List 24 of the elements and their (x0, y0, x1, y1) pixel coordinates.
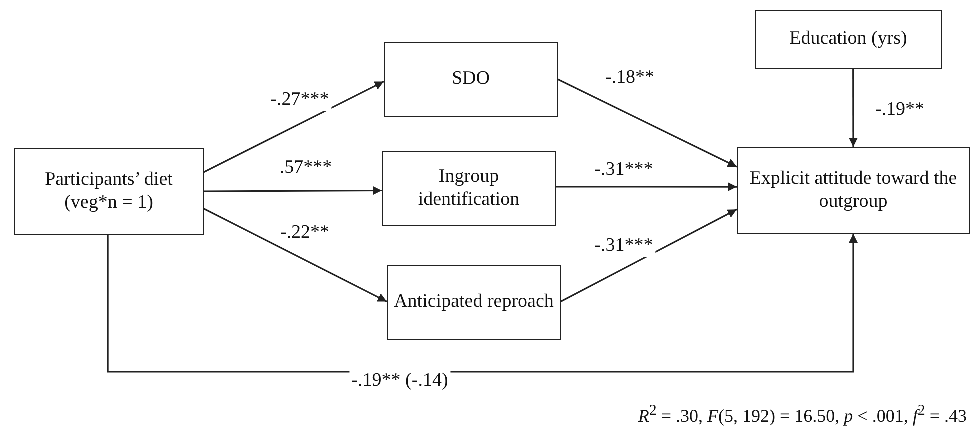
model-statistics: R$^{2}$ = .30, F(5, 192) = 16.50, p < .001, f$^{2}$ = .43 (638, 403, 967, 427)
variable-box (755, 10, 942, 69)
variable-label: Education (yrs) (790, 28, 908, 51)
variable-label: SDO (452, 68, 490, 91)
variable-box (384, 42, 558, 117)
arrow (204, 186, 382, 196)
path-coefficient: -.31*** (592, 235, 656, 257)
arrow (560, 208, 738, 302)
variable-label: Anticipated reproach (394, 291, 554, 314)
arrow (204, 208, 388, 302)
arrow (107, 234, 858, 373)
path-coefficient: -.19** (-.14) (350, 370, 450, 392)
arrow (556, 182, 737, 192)
arrow (204, 81, 384, 174)
arrow (848, 69, 858, 147)
arrow (558, 78, 738, 168)
variable-box (737, 147, 970, 234)
variable-box (387, 265, 561, 340)
variable-label: Ingroup identification (417, 166, 521, 212)
variable-box (14, 148, 204, 235)
variable-label: Explicit attitude toward the outgroup (748, 168, 958, 214)
variable-label: Participants’ diet (veg*n = 1) (44, 168, 174, 214)
variable-box (382, 151, 556, 226)
path-coefficient: -.27*** (268, 89, 332, 111)
